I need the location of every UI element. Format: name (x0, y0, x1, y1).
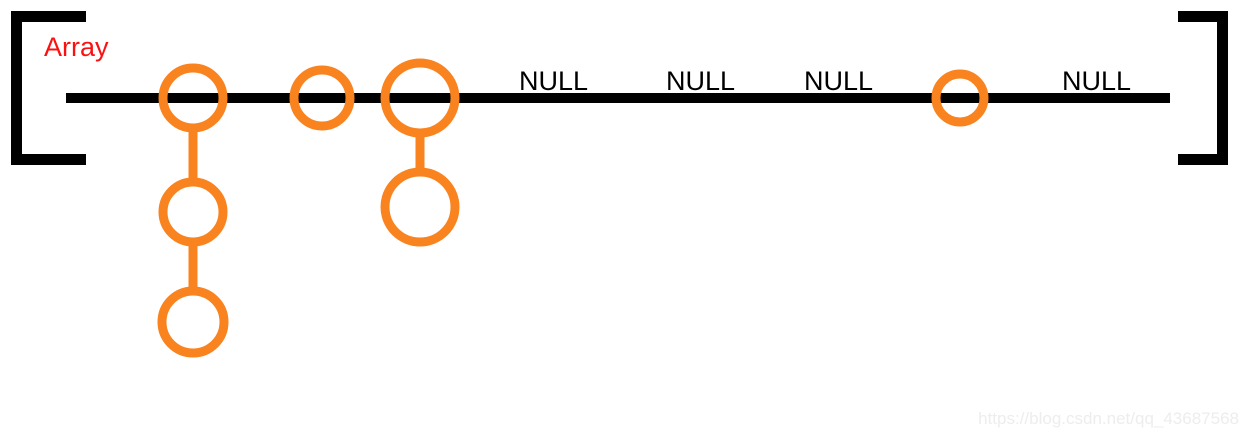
null-label-3: NULL (1062, 66, 1131, 96)
left-bracket (11, 11, 86, 165)
bucket-0-node (158, 63, 228, 133)
bucket-2-chain-node-0 (380, 167, 460, 247)
bucket-2-node (380, 58, 460, 138)
right-bracket (1178, 11, 1228, 165)
bucket-0-chain-node-1 (157, 286, 229, 358)
bucket-0-chain-node-0 (158, 177, 228, 247)
bucket-nodes (157, 58, 989, 358)
null-label-1: NULL (666, 66, 735, 96)
bucket-1-node (289, 65, 355, 131)
null-labels: NULL NULL NULL NULL (519, 66, 1131, 96)
array-label: Array (44, 32, 109, 62)
array-brackets (11, 11, 1228, 165)
bucket-3-node (931, 69, 989, 127)
null-label-0: NULL (519, 66, 588, 96)
null-label-2: NULL (804, 66, 873, 96)
watermark-text: https://blog.csdn.net/qq_43687568 (978, 409, 1239, 428)
